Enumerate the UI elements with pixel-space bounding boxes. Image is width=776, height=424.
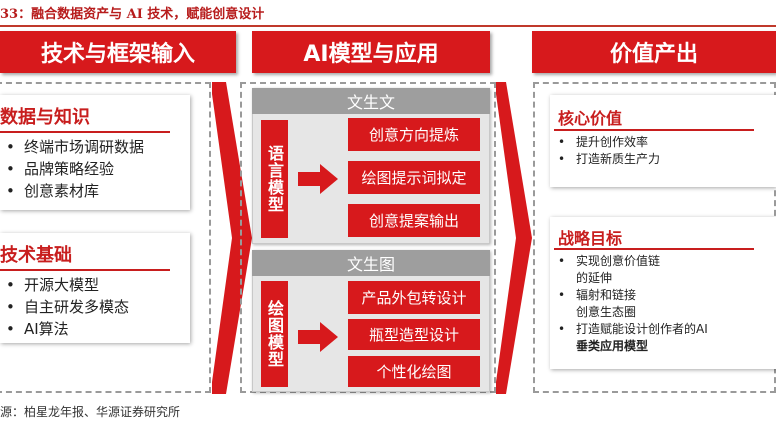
data-knowledge-list: 终端市场调研数据 品牌策略经验 创意素材库 <box>6 136 144 202</box>
arrow-right-icon <box>298 322 338 352</box>
language-model-label: 语言模型 <box>261 120 288 238</box>
list-item-line: 实现创意价值链 <box>576 254 661 268</box>
data-knowledge-divider <box>0 131 170 133</box>
data-knowledge-title: 数据与知识 <box>0 107 90 128</box>
core-value-list: 提升创作效率 打造新质生产力 <box>558 134 660 168</box>
left-dashed-container <box>0 82 211 393</box>
strategic-goals-divider <box>554 248 754 250</box>
list-item-line: 辐射和链接 <box>576 288 637 302</box>
title-underline <box>0 25 776 27</box>
left-column-header: 技术与框架输入 <box>0 31 236 73</box>
output-bottle-design: 瓶型造型设计 <box>348 319 480 350</box>
tech-foundation-divider <box>0 269 170 271</box>
output-packaging-design: 产品外包转设计 <box>348 281 480 314</box>
tech-foundation-title: 技术基础 <box>0 245 72 266</box>
list-item-text: AI算法 <box>24 320 69 338</box>
flow-chevron-left-icon <box>212 82 252 394</box>
tech-foundation-card: 技术基础 开源大模型 自主研发多模态 AI算法 <box>0 233 190 343</box>
strategic-goals-list: 实现创意价值链 的延伸 辐射和链接 创意生态圈 打造赋能设计创作者的AI 垂类应… <box>558 253 708 355</box>
source-note: 源：柏星龙年报、华源证券研究所 <box>0 405 181 419</box>
right-column-header: 价值产出 <box>532 31 776 73</box>
core-value-divider <box>554 129 754 131</box>
text-to-image-title: 文生图 <box>252 250 490 276</box>
middle-dashed-container <box>240 82 496 393</box>
tech-foundation-list: 开源大模型 自主研发多模态 AI算法 <box>6 274 129 340</box>
output-creative-proposal: 创意提案输出 <box>348 204 480 237</box>
output-custom-drawing: 个性化绘图 <box>348 356 480 387</box>
list-item-line: 的延伸 <box>576 271 613 285</box>
list-item-line: 垂类应用模型 <box>576 339 649 353</box>
list-item-continuation: AI算法 <box>6 318 129 340</box>
list-item: 开源大模型 <box>6 274 129 296</box>
output-prompt-drafting: 绘图提示词拟定 <box>348 161 480 194</box>
list-item: 终端市场调研数据 <box>6 136 144 158</box>
list-item-line: 打造赋能设计创作者的AI <box>576 322 708 336</box>
list-item: 自主研发多模态 <box>6 296 129 318</box>
strategic-goals-card: 战略目标 实现创意价值链 的延伸 辐射和链接 创意生态圈 打造赋能设计创作者的A… <box>550 217 776 369</box>
middle-column-header: AI模型与应用 <box>252 31 490 73</box>
list-item: 提升创作效率 <box>558 134 660 151</box>
core-value-title: 核心价值 <box>558 109 623 128</box>
list-item: 实现创意价值链 的延伸 <box>558 253 708 287</box>
arrow-right-icon <box>298 164 338 194</box>
text-to-text-title: 文生文 <box>252 88 490 114</box>
output-creative-direction: 创意方向提炼 <box>348 118 480 151</box>
strategic-goals-title: 战略目标 <box>558 229 623 248</box>
list-item: 品牌策略经验 <box>6 158 144 180</box>
data-knowledge-card: 数据与知识 终端市场调研数据 品牌策略经验 创意素材库 <box>0 95 190 210</box>
list-item: 创意素材库 <box>6 180 144 202</box>
list-item-line: 创意生态圈 <box>576 305 637 319</box>
list-item: 打造新质生产力 <box>558 151 660 168</box>
figure-title: 33：融合数据资产与 AI 技术，赋能创意设计 <box>0 7 265 22</box>
drawing-model-label: 绘图模型 <box>261 281 288 387</box>
core-value-card: 核心价值 提升创作效率 打造新质生产力 <box>550 95 776 187</box>
list-item: 辐射和链接 创意生态圈 <box>558 287 708 321</box>
flow-chevron-right-icon <box>496 82 532 394</box>
list-item: 打造赋能设计创作者的AI 垂类应用模型 <box>558 321 708 355</box>
